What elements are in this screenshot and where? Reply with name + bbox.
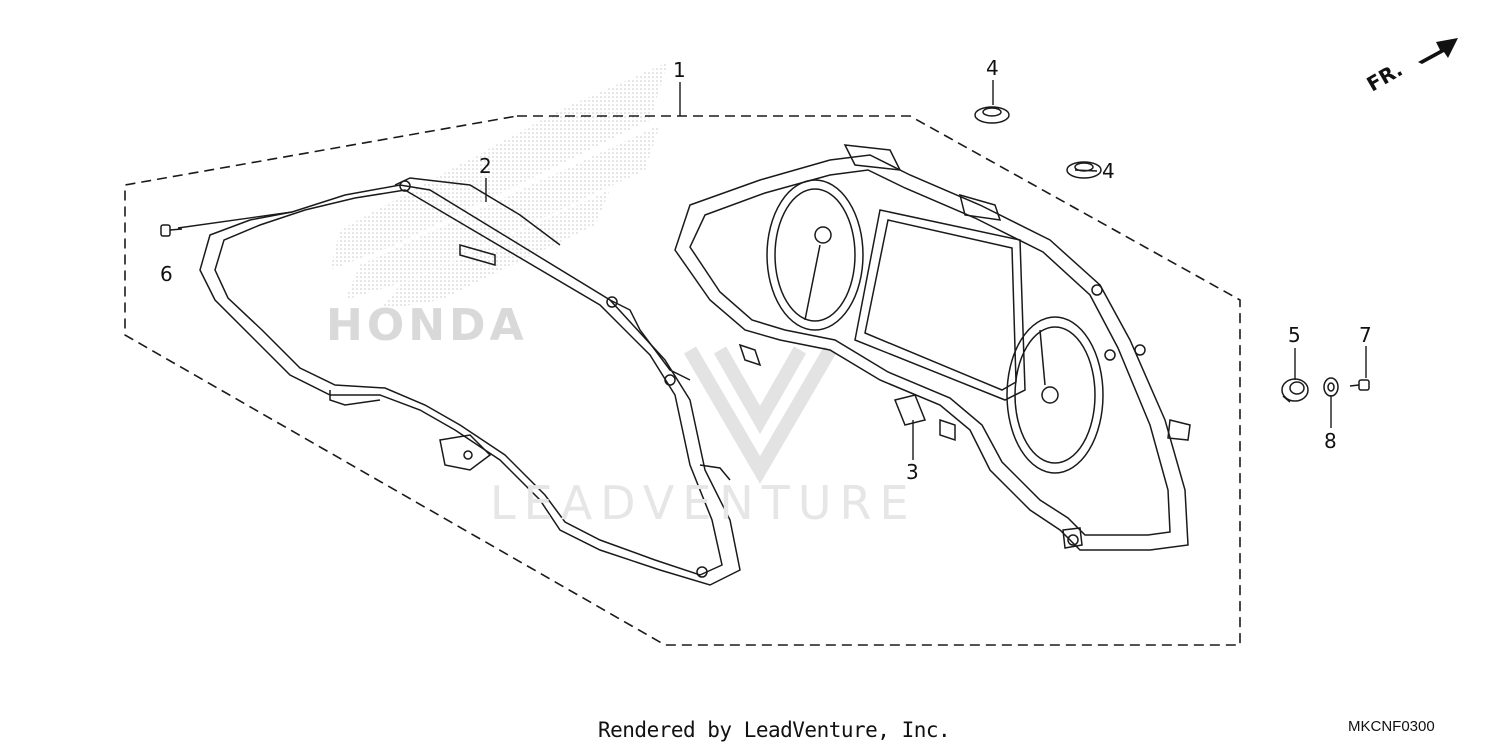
grommet-part-4b	[1066, 161, 1102, 179]
assembly-boundary	[124, 115, 1241, 646]
screw-part-6	[160, 224, 183, 237]
diagram-code: MKCNF0300	[1348, 718, 1435, 735]
leadventure-text-watermark: LEADVENTURE	[490, 476, 917, 530]
callout-8: 8	[1324, 429, 1337, 453]
washer-part-8	[1323, 377, 1339, 397]
grommet-part-4a	[974, 106, 1010, 124]
screw-part-7	[1349, 379, 1370, 391]
meter-cover-part	[199, 177, 741, 586]
honda-text-watermark: HONDA	[326, 300, 528, 351]
callout-4-lower: 4	[1102, 159, 1115, 183]
footer-credit: Rendered by LeadVenture, Inc.	[598, 718, 951, 742]
callout-6: 6	[160, 262, 173, 286]
front-direction-label: FR.	[1363, 57, 1407, 96]
callout-3: 3	[906, 460, 919, 484]
callout-4-upper: 4	[986, 56, 999, 80]
honda-wing-watermark	[330, 62, 668, 310]
callout-7: 7	[1359, 323, 1372, 347]
leadventure-v-watermark	[683, 346, 837, 484]
callout-2: 2	[479, 154, 492, 178]
callout-1: 1	[673, 58, 686, 82]
socket-part-5	[1281, 378, 1309, 403]
meter-housing-part	[674, 144, 1191, 551]
callout-5: 5	[1288, 323, 1301, 347]
front-direction-arrow-icon	[1418, 38, 1458, 64]
